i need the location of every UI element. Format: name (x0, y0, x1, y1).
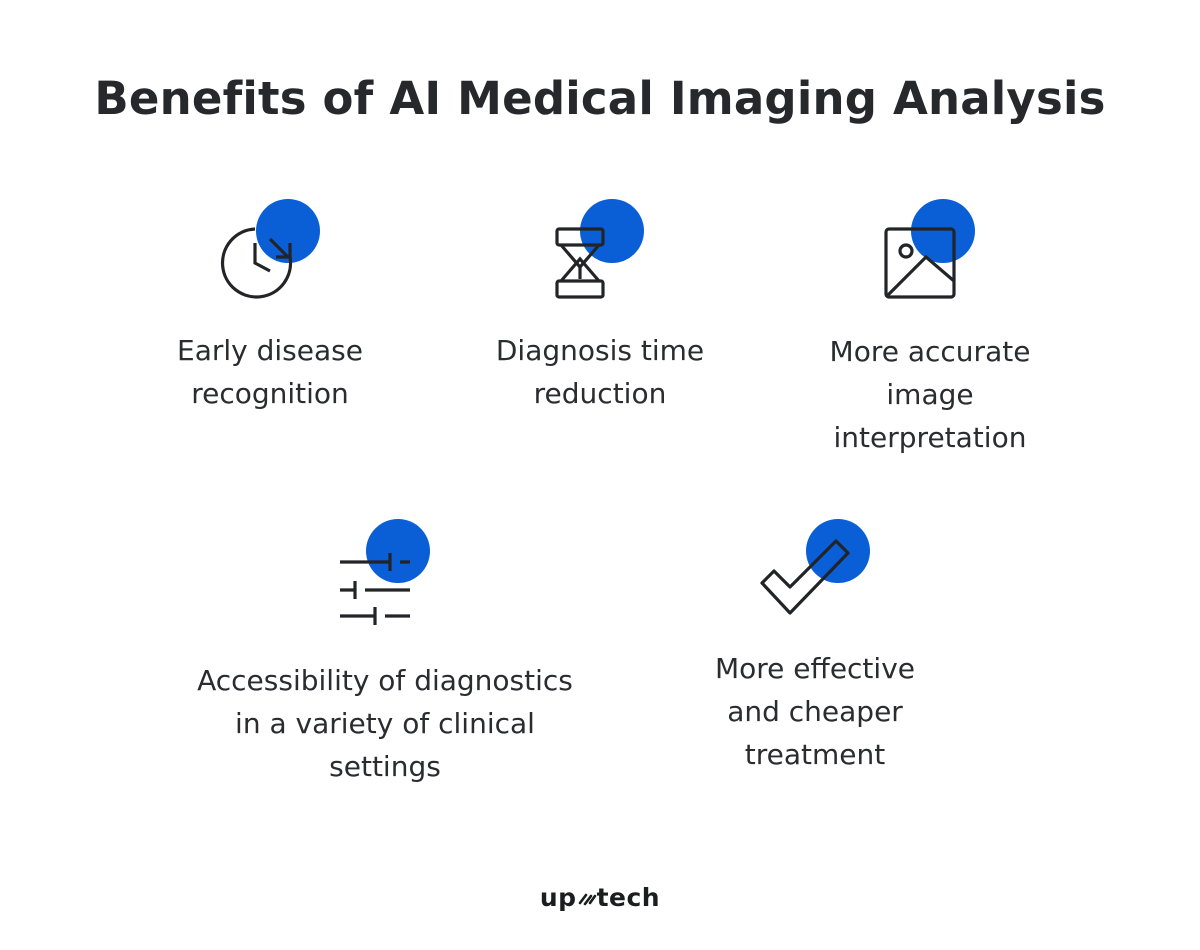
sliders-icon (320, 515, 440, 625)
hourglass-icon (534, 195, 654, 305)
checkmark-icon (760, 515, 880, 625)
benefit-label: More effective and cheaper treatment (714, 652, 915, 771)
image-icon (866, 195, 986, 305)
benefit-label: More accurate image interpretation (829, 335, 1031, 454)
logo-mark-icon (577, 889, 597, 907)
logo-text-left: up (539, 883, 577, 912)
benefit-label: Diagnosis time reduction (495, 334, 705, 410)
benefit-label: Early disease recognition (177, 334, 363, 410)
page-title: Benefits of AI Medical Imaging Analysis (94, 72, 1106, 125)
clock-icon (210, 195, 330, 305)
benefit-label: Accessibility of diagnostics in a variet… (197, 664, 573, 783)
logo-text-right: tech (596, 883, 661, 912)
